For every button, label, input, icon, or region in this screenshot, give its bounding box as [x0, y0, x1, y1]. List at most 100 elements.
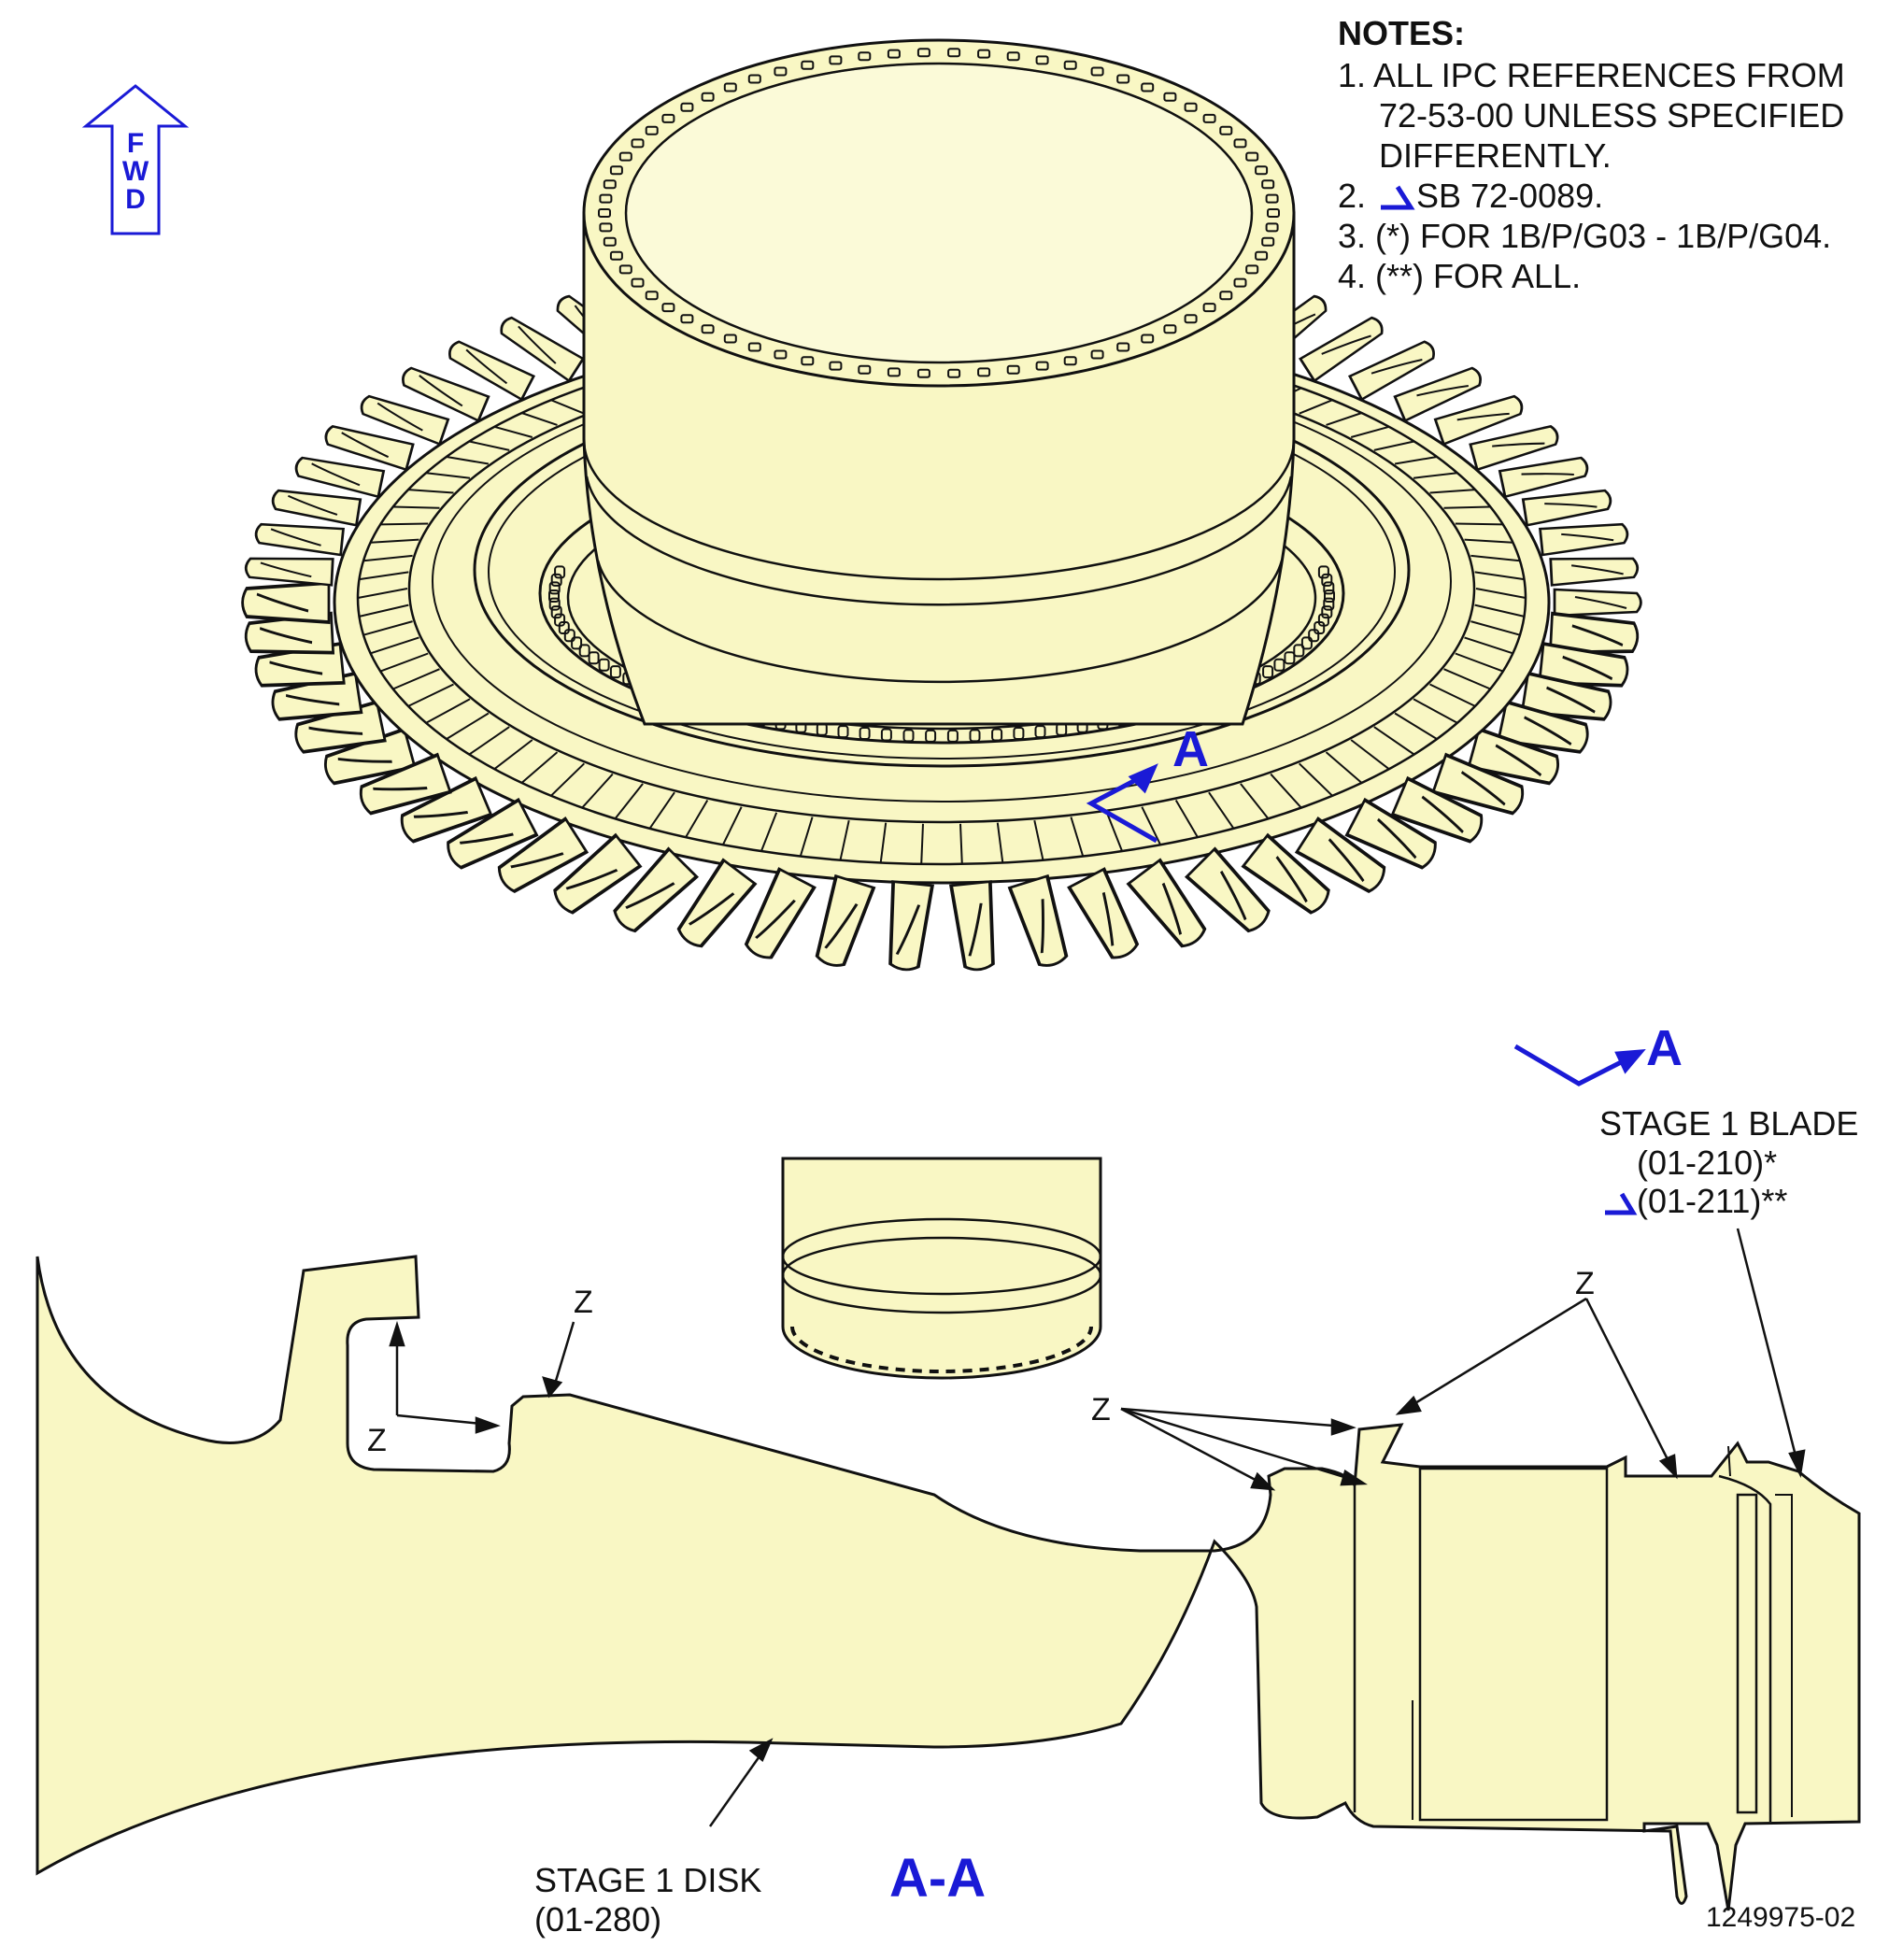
- blade: [269, 484, 362, 527]
- z-callouts: Z Z Z Z: [367, 1266, 1595, 1458]
- fwd-letter-w: W: [122, 156, 149, 187]
- top-slot: [1006, 51, 1020, 62]
- rim-slot: [581, 773, 614, 809]
- flange-tooth: [859, 727, 871, 740]
- rim-slot: [1033, 819, 1044, 860]
- top-slot: [1141, 334, 1155, 344]
- rim-slot: [1141, 806, 1161, 845]
- rim-slot: [520, 751, 559, 784]
- top-slot: [1063, 356, 1077, 366]
- top-slot: [774, 66, 788, 77]
- flange-tooth: [598, 658, 610, 672]
- rim-slot: [1350, 739, 1390, 770]
- rim-slot: [1208, 791, 1235, 830]
- rim-slot: [1394, 456, 1438, 465]
- rim-slot: [648, 791, 675, 830]
- blade: [951, 882, 999, 972]
- section-marker-a-upper: A: [1172, 721, 1209, 777]
- rim-slot: [1105, 812, 1124, 852]
- fwd-letters: F W D: [122, 128, 149, 215]
- top-slot: [598, 208, 611, 218]
- top-slot: [645, 291, 659, 301]
- rim-slot: [1470, 620, 1521, 636]
- rim-slot: [920, 823, 924, 864]
- blade: [885, 882, 932, 972]
- disk-callout: STAGE 1 DISK (01-280): [534, 1861, 761, 1939]
- top-slot: [680, 314, 694, 324]
- top-slot: [1233, 138, 1247, 149]
- rim-slot: [799, 817, 814, 857]
- top-slot: [1265, 193, 1279, 204]
- top-slot: [977, 367, 991, 377]
- flange-tooth: [880, 728, 892, 742]
- top-slot: [1116, 342, 1130, 352]
- disk-ref: (01-280): [534, 1900, 661, 1939]
- top-slot: [603, 236, 617, 247]
- note-2-text: SB 72-0089.: [1416, 177, 1603, 215]
- flange-tooth: [571, 636, 583, 650]
- rim-slot: [839, 819, 850, 860]
- rim-slot: [685, 799, 709, 838]
- top-slot: [887, 367, 901, 377]
- flange-tooth: [1321, 573, 1333, 587]
- flange-tooth: [837, 725, 849, 739]
- top-slot: [1090, 66, 1104, 77]
- note-3: 3. (*) FOR 1B/P/G03 - 1B/P/G04.: [1338, 217, 1831, 255]
- rim-slot: [392, 505, 440, 509]
- top-slot: [618, 264, 632, 275]
- top-slot: [1184, 102, 1198, 112]
- flange-tooth: [1321, 605, 1333, 619]
- top-slot: [1261, 236, 1275, 247]
- blade: [1521, 484, 1614, 527]
- blade-ref-1: (01-210)*: [1637, 1143, 1777, 1182]
- rim-slot: [1464, 538, 1513, 544]
- rim-slot: [446, 456, 490, 465]
- flange-tooth: [548, 597, 561, 611]
- blade-root: [1418, 1467, 1609, 1822]
- blade: [1553, 588, 1643, 618]
- flange-tooth: [1262, 665, 1274, 679]
- flange-tooth: [1300, 636, 1313, 650]
- top-slot: [603, 179, 617, 190]
- blade-callout: STAGE 1 BLADE (01-210)* (01-211)**: [1599, 1104, 1858, 1220]
- top-slot: [887, 49, 901, 59]
- top-slot: [723, 334, 737, 344]
- top-slot: [1202, 303, 1216, 313]
- rim-slot: [370, 538, 419, 544]
- top-slot: [977, 49, 991, 59]
- top-slot: [1245, 264, 1259, 275]
- blade: [1549, 553, 1640, 587]
- rim-slot: [380, 522, 429, 526]
- top-slot: [701, 324, 715, 334]
- section-view-title: A-A: [889, 1848, 986, 1909]
- rim-slot: [407, 683, 454, 707]
- flange-tooth: [902, 729, 915, 743]
- rim-slot: [468, 726, 510, 756]
- top-slot: [1035, 55, 1049, 65]
- rim-slot: [1174, 799, 1199, 838]
- top-slot: [858, 51, 872, 62]
- cylinder-top-slots: [598, 48, 1280, 378]
- top-slot: [1255, 250, 1269, 261]
- blade: [811, 876, 874, 971]
- rim-slot: [614, 783, 644, 819]
- top-slot: [723, 82, 737, 92]
- rim-slot: [359, 571, 409, 581]
- blade-label: STAGE 1 BLADE: [1599, 1104, 1858, 1143]
- rim-slot: [407, 489, 454, 494]
- note-1-line-2: 72-53-00 UNLESS SPECIFIED: [1379, 96, 1844, 135]
- top-slot: [1116, 74, 1130, 84]
- top-slot: [916, 368, 930, 378]
- note-2-number: 2.: [1338, 177, 1366, 215]
- rim-slot: [1325, 751, 1363, 784]
- z-label-3: Z: [1091, 1392, 1111, 1427]
- blade-ref-2: (01-211)**: [1637, 1182, 1787, 1220]
- flange-tooth: [969, 729, 981, 743]
- rim-slot: [1470, 554, 1521, 562]
- flange-tooth: [1293, 644, 1305, 658]
- top-slot: [1035, 361, 1049, 371]
- rim-slot: [1455, 522, 1503, 526]
- rim-slot: [521, 412, 558, 426]
- top-slot: [1233, 277, 1247, 288]
